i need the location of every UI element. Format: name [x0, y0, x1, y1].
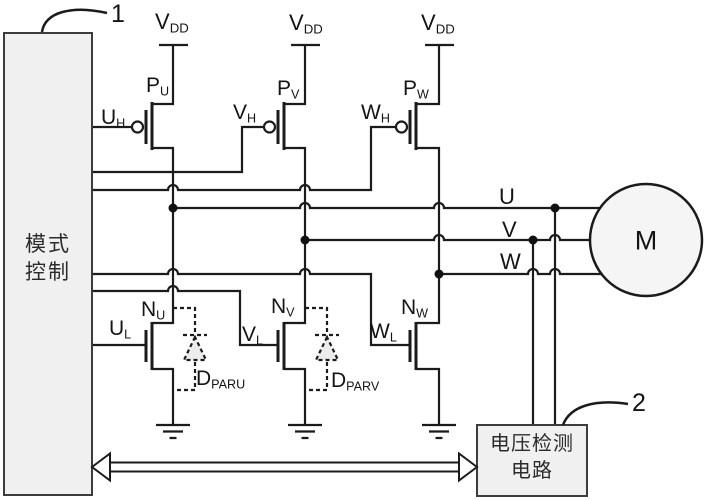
- voltage-detection-block: [476, 424, 588, 497]
- phase-line-v: [305, 233, 596, 242]
- nmos-nu-symbol: [144, 208, 175, 425]
- ref-number-1: 1: [111, 0, 125, 28]
- diode-label-dparv: DPARV: [331, 369, 380, 394]
- ground-w: [422, 423, 456, 440]
- motor-circle: [588, 182, 704, 298]
- pmos-pw-symbol: [394, 102, 441, 274]
- transistor-label-pu: PU: [146, 74, 170, 99]
- phase-line-w: [439, 267, 606, 276]
- vdd-label-u: VDD: [155, 9, 189, 36]
- mode-control-block: [3, 32, 93, 496]
- phase-label-v: V: [502, 217, 517, 242]
- transistor-label-pv: PV: [277, 77, 300, 102]
- gate-label-wl: WL: [370, 320, 397, 345]
- vdd-rail-u: [152, 43, 188, 106]
- pmos-bubble-v: [262, 120, 277, 134]
- voltage-detection-text-line1: 电压检测: [490, 433, 574, 455]
- pmos-bubble-w: [394, 120, 409, 134]
- phase-label-u: U: [499, 184, 515, 209]
- gate-label-vh: VH: [233, 101, 257, 126]
- transistor-label-nv: NV: [271, 295, 295, 320]
- leader-line-2: [561, 401, 629, 426]
- gate-label-uh: UH: [101, 106, 126, 131]
- gate-label-ul: UL: [109, 317, 132, 342]
- phase-line-u: [173, 201, 606, 210]
- junction-dot-v-node: [300, 235, 310, 245]
- junction-dot-w-node: [434, 269, 444, 279]
- leader-line-1: [40, 8, 108, 33]
- phase-label-w: W: [500, 249, 521, 274]
- mode-control-text-line2: 控制: [25, 261, 71, 284]
- vdd-rail-w: [416, 43, 454, 106]
- ref-number-2: 2: [632, 389, 646, 417]
- transistor-label-nu: NU: [141, 298, 166, 323]
- transistor-label-pw: PW: [403, 77, 429, 102]
- wire-vh-gate: [92, 125, 264, 174]
- wire-wl-gate: [92, 267, 410, 347]
- wire-wh-gate: [92, 125, 396, 192]
- vdd-rail-v: [284, 43, 320, 106]
- ground-v: [288, 423, 322, 440]
- nmos-nw-symbol: [408, 274, 441, 425]
- body-diode-dparv: [305, 306, 340, 392]
- transistor-label-nw: NW: [401, 296, 429, 321]
- pmos-bubble-u: [130, 120, 145, 134]
- gate-label-vl: VL: [242, 323, 264, 348]
- pmos-pu-symbol: [130, 102, 175, 208]
- body-diode-dparu: [173, 306, 208, 392]
- junction-dot-v-sense: [528, 235, 538, 245]
- bidirectional-arrow: [90, 451, 479, 483]
- wire-vl-gate: [92, 284, 278, 347]
- ground-u: [156, 423, 190, 440]
- voltage-detection-text-line2: 电路: [511, 460, 553, 482]
- junction-dot-u-sense: [550, 203, 560, 213]
- gate-label-wh: WH: [361, 101, 390, 126]
- nmos-nv-symbol: [276, 240, 307, 425]
- junction-dot-u-node: [168, 203, 178, 213]
- pmos-pv-symbol: [262, 102, 307, 240]
- motor-label: M: [634, 225, 658, 256]
- mode-control-text-line1: 模式: [25, 233, 71, 256]
- diode-label-dparu: DPARU: [196, 367, 246, 392]
- vdd-label-v: VDD: [289, 10, 323, 37]
- vdd-label-w: VDD: [421, 10, 455, 37]
